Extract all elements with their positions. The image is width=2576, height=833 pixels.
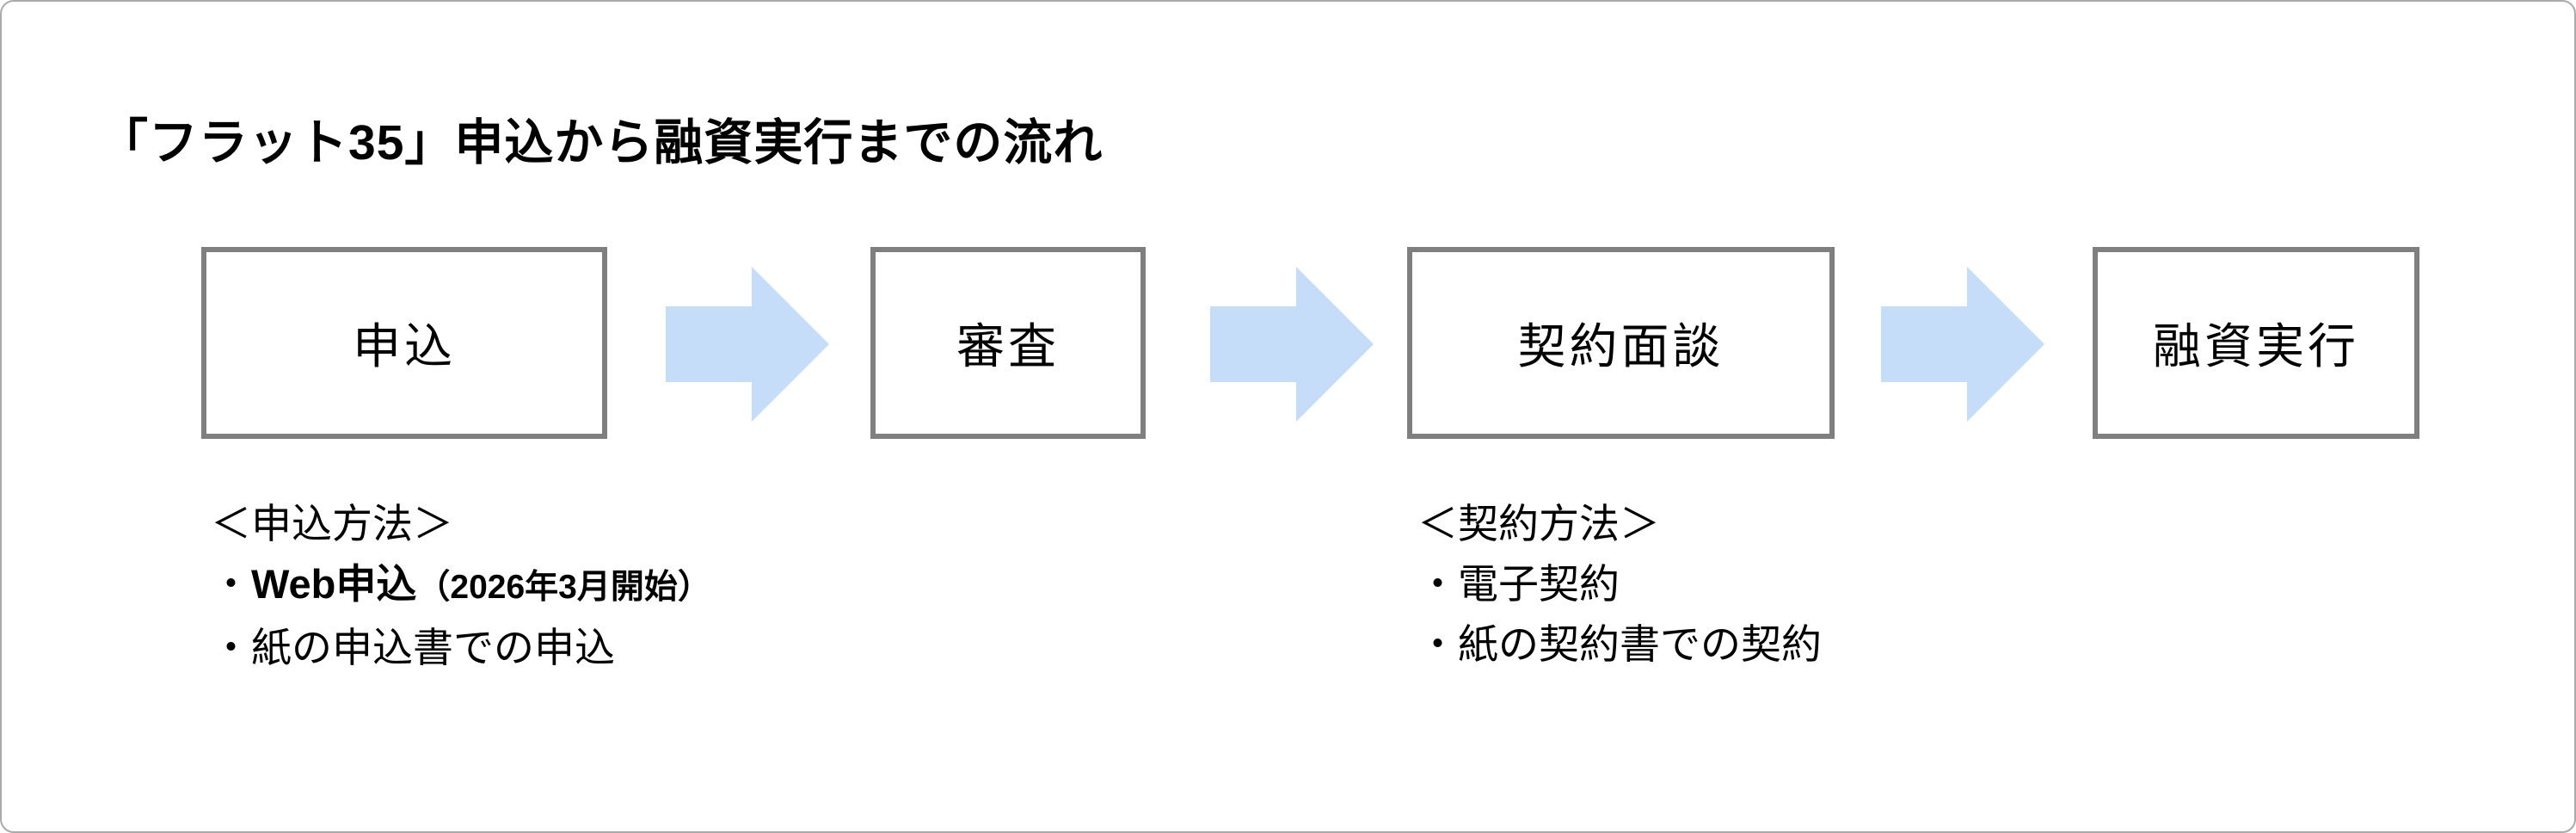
note-item-paper-application: ・紙の申込書での申込 [211,618,711,678]
application-methods-note: ＜申込方法＞ ・Web申込（2026年3月開始） ・紙の申込書での申込 [211,494,711,678]
note-item-main: 電子契約 [1458,561,1620,607]
note-heading-text: ＜申込方法＞ [211,501,453,546]
flow-step-loan-execution: 融資実行 [2093,247,2419,439]
contract-methods-note: ＜契約方法＞ ・電子契約 ・紙の契約書での契約 [1417,494,1822,675]
flow-step-label: 審査 [956,319,1060,373]
page-title: 「フラット35」申込から融資実行までの流れ [99,115,1104,170]
right-arrow-icon [666,267,829,422]
right-arrow-icon [1210,267,1374,422]
note-heading: ＜申込方法＞ [211,494,711,554]
flow-step-review: 審査 [870,247,1146,439]
note-item-main: 紙の申込書での申込 [251,625,615,670]
note-item-web-application: ・Web申込（2026年3月開始） [211,554,711,618]
bullet: ・ [211,561,251,607]
bullet: ・ [1417,561,1458,607]
note-item-main: 紙の契約書での契約 [1458,621,1822,667]
note-item-sub: （2026年3月開始） [416,569,711,606]
note-item-main: Web申込 [251,561,417,607]
note-heading-text: ＜契約方法＞ [1417,501,1660,546]
bullet: ・ [1417,621,1458,667]
flow-step-contract-interview: 契約面談 [1407,247,1835,439]
flow-step-label: 申込 [353,319,456,373]
flow-step-label: 融資実行 [2153,319,2359,373]
note-heading: ＜契約方法＞ [1417,494,1822,554]
bullet: ・ [211,625,251,670]
note-item-electronic-contract: ・電子契約 [1417,554,1822,614]
flow-step-application: 申込 [201,247,607,439]
flow-step-label: 契約面談 [1517,319,1725,373]
note-item-paper-contract: ・紙の契約書での契約 [1417,614,1822,675]
right-arrow-icon [1881,267,2044,422]
